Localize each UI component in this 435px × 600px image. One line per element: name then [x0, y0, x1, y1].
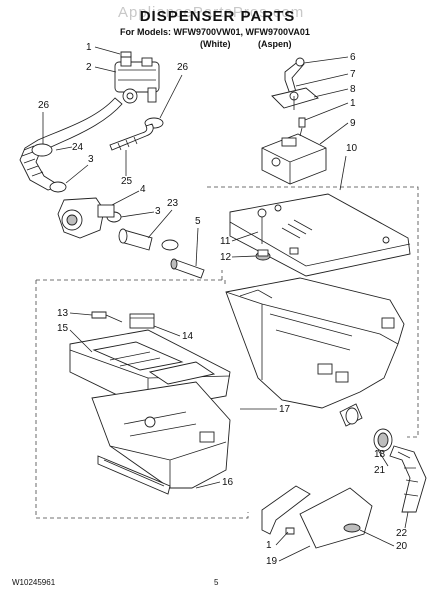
callout-1: 1 — [86, 42, 92, 53]
cover-bumper — [255, 249, 271, 261]
callout-4: 4 — [140, 184, 146, 195]
outlet-pipe — [170, 258, 205, 279]
models-line: For Models: WFW9700VW01, WFW9700VA01 — [120, 27, 310, 37]
callout-8: 8 — [350, 84, 356, 95]
callout-2: 2 — [86, 62, 92, 73]
callout-13: 13 — [57, 308, 69, 319]
variant-aspen: (Aspen) — [258, 39, 292, 49]
page-title: DISPENSER PARTS — [139, 8, 296, 25]
callout-26-lower: 26 — [38, 100, 50, 111]
callout-3-left: 3 — [88, 154, 94, 165]
callout-6: 6 — [350, 52, 356, 63]
callout-7: 7 — [350, 69, 356, 80]
short-hose — [109, 123, 154, 151]
callout-21: 21 — [374, 465, 386, 476]
callout-24: 24 — [72, 142, 84, 153]
variant-white: (White) — [200, 39, 231, 49]
callout-1-right: 1 — [350, 98, 356, 109]
callout-17: 17 — [279, 404, 291, 415]
drawer-spring — [91, 311, 123, 323]
clamp-3c — [161, 239, 179, 251]
dispenser-motor — [261, 133, 327, 185]
callout-25: 25 — [121, 176, 133, 187]
drawer-siphon-cap — [129, 313, 155, 329]
lever-bracket — [271, 87, 319, 109]
drain-elbow-hose — [389, 445, 427, 513]
callout-22: 22 — [396, 528, 408, 539]
callout-10: 10 — [346, 143, 358, 154]
callout-12: 12 — [220, 252, 232, 263]
callout-11: 11 — [220, 236, 231, 247]
assembly-leader — [293, 96, 303, 137]
callout-1-bottom: 1 — [266, 540, 272, 551]
callout-5: 5 — [195, 216, 201, 227]
clamp-3a — [49, 181, 67, 193]
callout-26-upper: 26 — [177, 62, 189, 73]
callout-15: 15 — [57, 323, 69, 334]
callout-9: 9 — [350, 118, 356, 129]
drain-ring — [373, 428, 393, 452]
callout-20: 20 — [396, 541, 408, 552]
dispenser-housing-boundary — [207, 186, 419, 438]
page-number: 5 — [214, 578, 219, 587]
callout-23: 23 — [167, 198, 179, 209]
doc-number: W10245961 — [12, 578, 56, 587]
callout-3-mid: 3 — [155, 206, 161, 217]
valve-screw — [120, 51, 132, 58]
dispenser-drawer-boundary — [35, 270, 249, 519]
dispenser-lever — [284, 57, 305, 95]
watermark-text: AppliancePartsPros.com — [118, 4, 305, 21]
callout-14: 14 — [182, 331, 194, 342]
drawer-tray — [91, 381, 231, 489]
callout-19: 19 — [266, 556, 278, 567]
water-valve-assembly — [114, 55, 160, 104]
callout-16: 16 — [222, 477, 234, 488]
mounting-bracket — [261, 485, 373, 549]
drawer-handle — [97, 455, 171, 495]
inlet-hose — [19, 97, 123, 191]
fill-nozzle — [57, 197, 115, 239]
bracket-screw — [298, 117, 306, 128]
connecting-hose — [118, 228, 153, 251]
dispenser-housing — [225, 277, 405, 427]
callout-18: 18 — [374, 449, 386, 460]
dispenser-cover — [229, 193, 411, 277]
